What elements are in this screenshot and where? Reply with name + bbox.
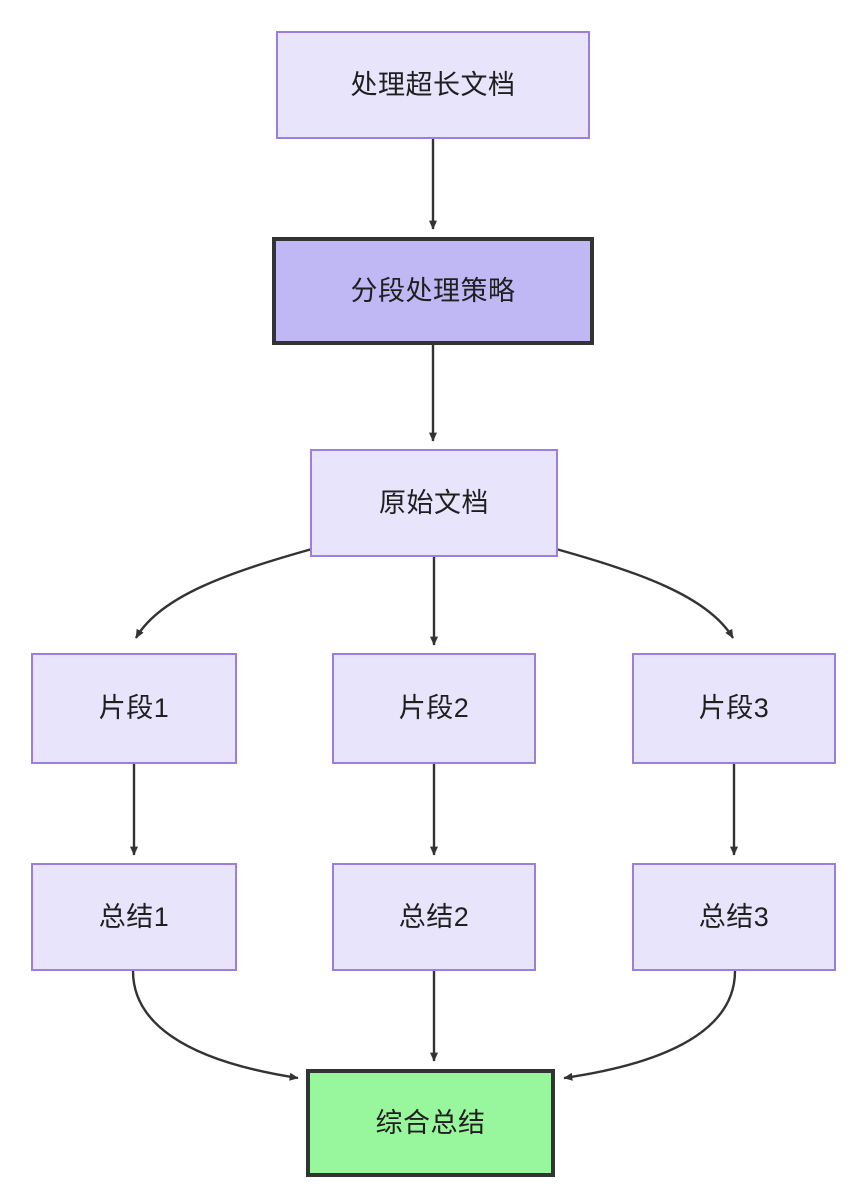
node-source-doc-label: 原始文档 bbox=[379, 487, 489, 518]
node-fragment-3[interactable]: 片段3 bbox=[632, 653, 836, 764]
node-summary-1[interactable]: 总结1 bbox=[31, 863, 237, 971]
node-final-summary-label: 综合总结 bbox=[375, 1107, 486, 1138]
edge-source-doc-to-fragment-3 bbox=[555, 547, 735, 639]
edge-source-doc-to-fragment-1 bbox=[134, 547, 313, 639]
node-fragment-1[interactable]: 片段1 bbox=[31, 653, 237, 764]
node-final-summary[interactable]: 综合总结 bbox=[306, 1069, 555, 1177]
edge-summary-1-to-final-summary bbox=[131, 970, 299, 1081]
node-summary-3-label: 总结3 bbox=[698, 901, 770, 932]
node-summary-2-label: 总结2 bbox=[398, 901, 470, 932]
edge-summary-3-to-final-summary bbox=[563, 970, 737, 1081]
node-root-label: 处理超长文档 bbox=[350, 69, 516, 100]
node-strategy[interactable]: 分段处理策略 bbox=[272, 237, 594, 345]
node-summary-1-label: 总结1 bbox=[98, 901, 170, 932]
node-fragment-2-label: 片段2 bbox=[398, 693, 470, 724]
node-fragment-1-label: 片段1 bbox=[98, 693, 170, 724]
node-summary-2[interactable]: 总结2 bbox=[332, 863, 536, 971]
node-strategy-label: 分段处理策略 bbox=[350, 275, 516, 306]
node-root[interactable]: 处理超长文档 bbox=[276, 31, 590, 139]
node-fragment-2[interactable]: 片段2 bbox=[332, 653, 536, 764]
node-fragment-3-label: 片段3 bbox=[698, 693, 770, 724]
node-summary-3[interactable]: 总结3 bbox=[632, 863, 836, 971]
node-source-doc[interactable]: 原始文档 bbox=[310, 449, 558, 557]
